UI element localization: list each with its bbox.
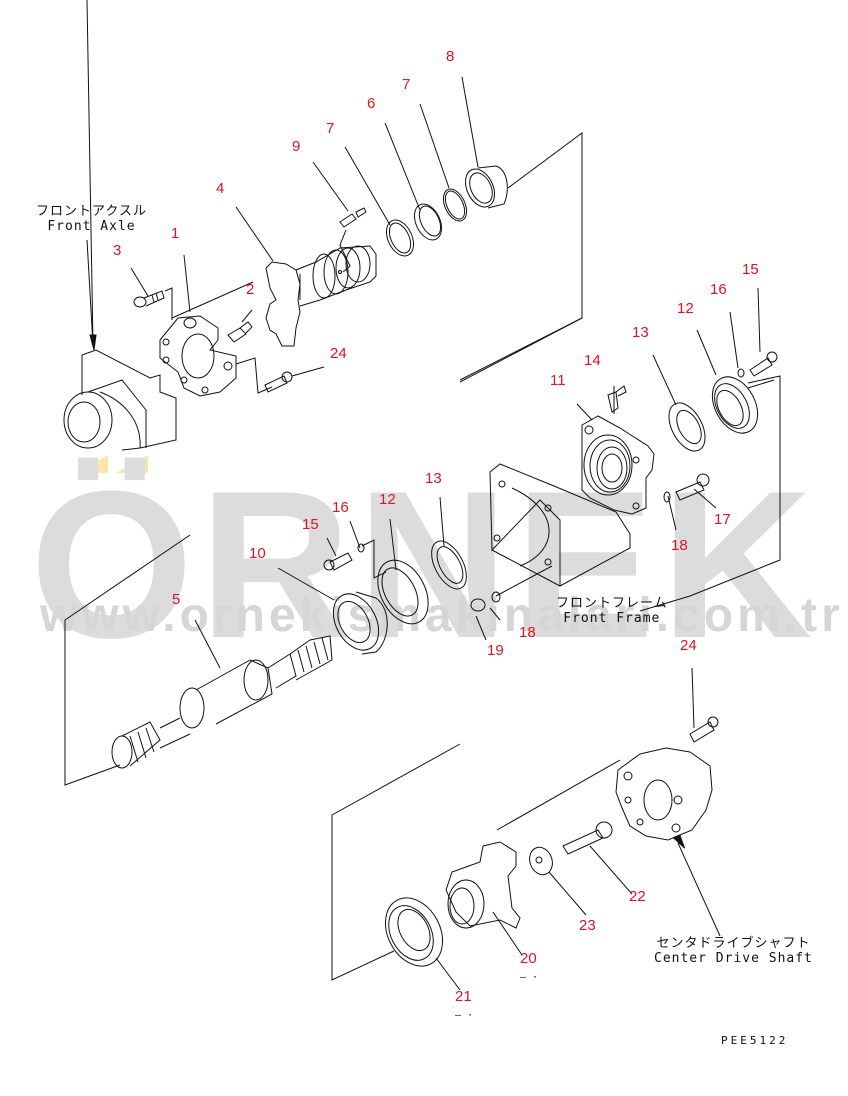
- part-7-o-ring-left: [385, 219, 415, 257]
- part-13-oil-seal-lower: [431, 540, 467, 590]
- front-frame-caption: フロントフレーム Front Frame: [556, 596, 668, 626]
- callout-12-upper[interactable]: 12: [677, 300, 694, 317]
- front-frame-caption-jp: フロントフレーム: [556, 596, 668, 611]
- callout-20[interactable]: 20: [520, 950, 537, 967]
- upper-assembly-frame: [171, 132, 583, 381]
- part-16-washer-upper: [737, 368, 745, 378]
- leader-lines-middle: [194, 287, 775, 669]
- part-16-washer-lower: [357, 543, 365, 553]
- callout-5[interactable]: 5: [172, 591, 181, 608]
- part-1-coupling: [159, 315, 273, 397]
- callout-9[interactable]: 9: [292, 138, 301, 155]
- callout-17[interactable]: 17: [714, 511, 731, 528]
- center-drive-shaft-caption: センタドライブシャフト Center Drive Shaft: [654, 936, 813, 966]
- callout-4[interactable]: 4: [216, 180, 225, 197]
- front-axle-caption-en: Front Axle: [47, 219, 136, 234]
- callout-23[interactable]: 23: [579, 917, 596, 934]
- callout-21[interactable]: 21: [455, 988, 472, 1005]
- leader-lines-upper: [86, 0, 479, 377]
- leader-lines-lower: [435, 667, 721, 991]
- callout-15-upper[interactable]: 15: [742, 261, 759, 278]
- part-8-sleeve: [464, 165, 508, 209]
- part-15-bolt-lower: [323, 539, 387, 579]
- callout-14[interactable]: 14: [584, 352, 601, 369]
- callout-19[interactable]: 19: [487, 642, 504, 659]
- front-frame-caption-en: Front Frame: [563, 611, 661, 626]
- callout-13-lower[interactable]: 13: [425, 470, 442, 487]
- center-drive-shaft-coupling: [615, 747, 713, 841]
- part-12-cover-upper: [711, 376, 759, 434]
- part-2-grease-fitting: [227, 321, 253, 343]
- center-drive-shaft-caption-en: Center Drive Shaft: [654, 951, 813, 966]
- part-20-yoke: [445, 841, 521, 929]
- part-23-washer: [529, 846, 553, 876]
- callout-24-upper[interactable]: 24: [330, 345, 347, 362]
- watermark-url: www.ornekismakinalari.com.tr: [40, 589, 844, 642]
- part-17-bolt: [675, 473, 710, 501]
- callout-24-lower[interactable]: 24: [680, 637, 697, 654]
- part-9-grease-fitting: [339, 207, 367, 228]
- watermark-accent-left: [76, 455, 108, 473]
- center-drive-shaft-caption-jp: センタドライブシャフト: [656, 936, 811, 951]
- part-22-bolt: [562, 821, 613, 855]
- mark-under-20: – ·: [520, 972, 539, 983]
- middle-assembly-frame: [64, 317, 781, 786]
- callout-1[interactable]: 1: [171, 225, 180, 242]
- part-11-bearing-housing: [581, 415, 655, 515]
- callout-16-upper[interactable]: 16: [710, 281, 727, 298]
- mark-under-21: – ·: [455, 1010, 474, 1021]
- front-frame-plate: [489, 463, 631, 587]
- callout-18-upper[interactable]: 18: [671, 537, 688, 554]
- callout-15-lower[interactable]: 15: [302, 516, 319, 533]
- callout-10[interactable]: 10: [249, 545, 266, 562]
- callout-11[interactable]: 11: [550, 372, 566, 389]
- part-7-o-ring-right: [442, 188, 468, 222]
- callout-22[interactable]: 22: [629, 888, 646, 905]
- watermark-accent-right: [116, 455, 148, 473]
- part-4-yoke: [265, 229, 377, 347]
- front-axle-caption: フロントアクスル Front Axle: [36, 204, 147, 234]
- callout-13-upper[interactable]: 13: [632, 324, 649, 341]
- front-axle-caption-jp: フロントアクスル: [36, 204, 147, 219]
- part-18-washer-upper: [663, 491, 671, 503]
- watermark-brand: ÖRNEK: [30, 447, 819, 682]
- lower-assembly-frame: [331, 743, 621, 981]
- callout-8[interactable]: 8: [446, 48, 455, 65]
- part-13-oil-seal-upper: [668, 402, 706, 452]
- part-18-washer-lower: [491, 591, 501, 603]
- part-12-cover-lower: [377, 559, 429, 625]
- part-3-bolt: [133, 287, 173, 320]
- front-axle-housing: [63, 349, 177, 451]
- part-24-bolt-upper: [264, 371, 293, 393]
- callout-7-upper[interactable]: 7: [402, 76, 411, 93]
- callout-3[interactable]: 3: [113, 242, 122, 259]
- part-15-bolt-upper: [749, 351, 778, 377]
- part-6-snap-ring: [413, 203, 443, 241]
- drawing-code: PEE5122: [721, 1034, 789, 1047]
- callout-18-lower[interactable]: 18: [519, 624, 536, 641]
- part-24-bolt-lower: [689, 716, 719, 743]
- callout-6[interactable]: 6: [367, 95, 376, 112]
- callout-7-lower[interactable]: 7: [326, 120, 335, 137]
- callout-2[interactable]: 2: [246, 281, 255, 298]
- callout-12-lower[interactable]: 12: [379, 491, 396, 508]
- part-10-bearing: [332, 591, 388, 655]
- part-19-nut: [470, 598, 486, 612]
- part-21-oil-seal: [384, 897, 444, 967]
- part-14-grease-fitting: [607, 385, 627, 413]
- part-5-shaft: [111, 635, 333, 769]
- callout-16-lower[interactable]: 16: [332, 499, 349, 516]
